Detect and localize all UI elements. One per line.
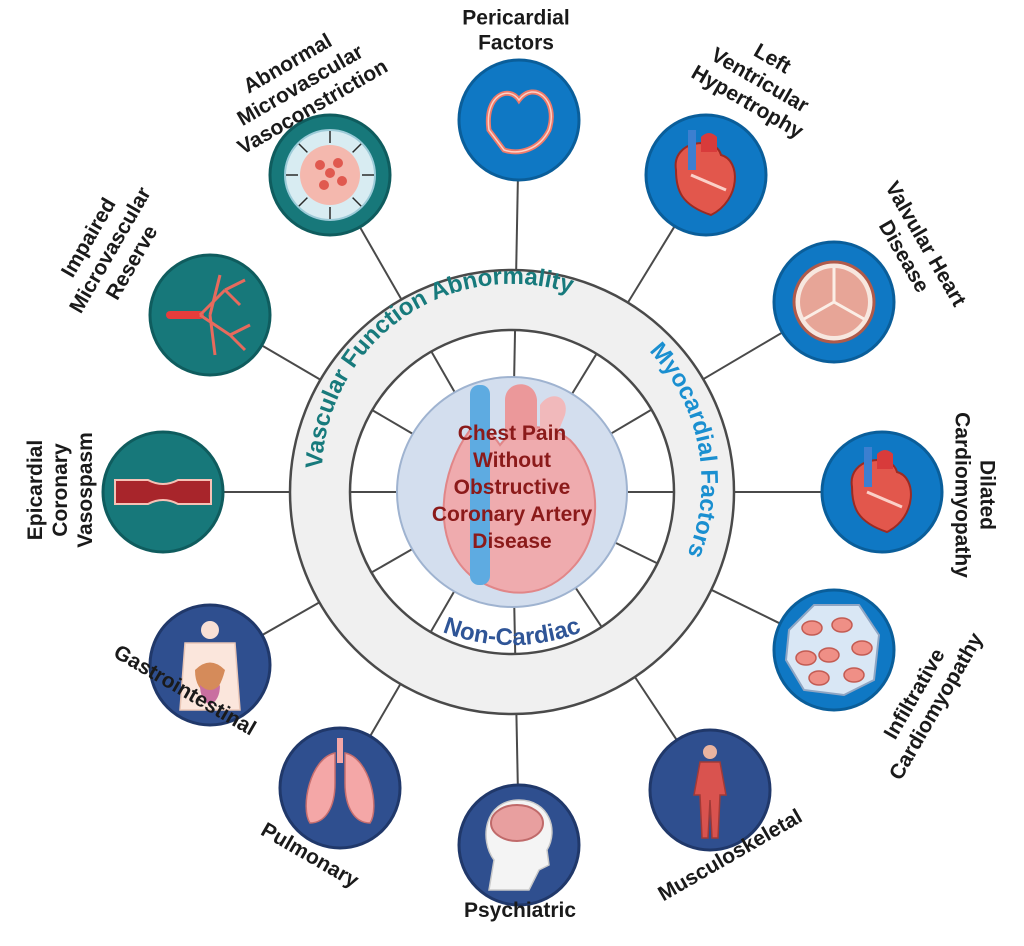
digestive-icon (179, 621, 241, 711)
spoke-line (574, 587, 603, 628)
node-psychiatric: Psychiatric (457, 783, 581, 922)
spoke-line (430, 351, 456, 393)
node-vasoconstriction: AbnormalMicrovascularVasoconstriction (233, 29, 392, 237)
spokes (350, 330, 674, 654)
connector-line (261, 344, 321, 381)
heart-valve-icon (792, 260, 876, 344)
connector-line (515, 179, 519, 271)
node-valvular: Valvular HeartDisease (772, 178, 970, 364)
pericardium-icon (485, 89, 554, 155)
spoke-line (370, 548, 413, 574)
node-label-line: Coronary (49, 443, 72, 537)
center-title-line: Disease (472, 530, 551, 553)
node-label: DilatedCardiomyopathy (951, 412, 999, 578)
lungs-icon (305, 738, 375, 824)
connectors (223, 179, 822, 786)
connector-line (369, 683, 402, 737)
heart-icon (674, 130, 736, 217)
brain-icon (485, 799, 553, 891)
node-label-line: Epicardial (24, 440, 47, 540)
spoke-line (571, 353, 598, 395)
connector-line (702, 331, 783, 381)
center-title-line: Without (473, 449, 551, 472)
heart-icon (442, 384, 597, 594)
node-label-line: Dilated (976, 460, 999, 530)
vessel-cross-section-icon (284, 129, 376, 221)
center-title-line: Obstructive (454, 476, 571, 499)
node-label: Psychiatric (464, 899, 576, 922)
vessel-icon (114, 479, 212, 505)
node-reserve: ImpairedMicrovascularReserve (57, 183, 272, 377)
connector-line (359, 226, 403, 300)
node-pulmonary: Pulmonary (257, 726, 402, 893)
node-label-line: Cardiomyopathy (951, 412, 974, 578)
connector-line (261, 601, 320, 637)
spoke-line (513, 330, 517, 378)
node-gastrointestinal: Gastrointestinal (110, 603, 272, 740)
heart-icon (850, 447, 912, 534)
node-label: EpicardialCoronaryVasospasm (24, 432, 97, 548)
node-lvh: LeftVentricularHypertrophy (644, 39, 813, 237)
node-vasospasm: EpicardialCoronaryVasospasm (24, 430, 225, 554)
spoke-line (371, 409, 414, 435)
spoke-line (513, 606, 517, 654)
center-title-line: Coronary Artery (432, 503, 593, 526)
center-title-line: Chest Pain (458, 422, 567, 445)
connector-line (710, 588, 781, 625)
node-label-line: Factors (478, 32, 554, 55)
node-dilated: DilatedCardiomyopathy (820, 412, 999, 578)
spoke-line (610, 408, 653, 435)
node-label-line: Psychiatric (464, 899, 576, 922)
node-label-line: Pericardial (462, 7, 569, 30)
spoke-line (614, 541, 658, 565)
node-label-line: Vasospasm (74, 432, 97, 548)
connector-line (627, 225, 676, 304)
vessel-tree-icon (166, 274, 251, 356)
node-infiltrative: InfiltrativeCardiomyopathy (772, 588, 988, 784)
body-muscle-icon (693, 745, 727, 839)
connector-line (634, 676, 678, 741)
connector-line (515, 713, 519, 786)
node-circle (457, 58, 581, 182)
node-musculoskeletal: Musculoskeletal (648, 728, 806, 906)
spoke-line (429, 590, 456, 633)
tissue-icon (784, 604, 881, 697)
